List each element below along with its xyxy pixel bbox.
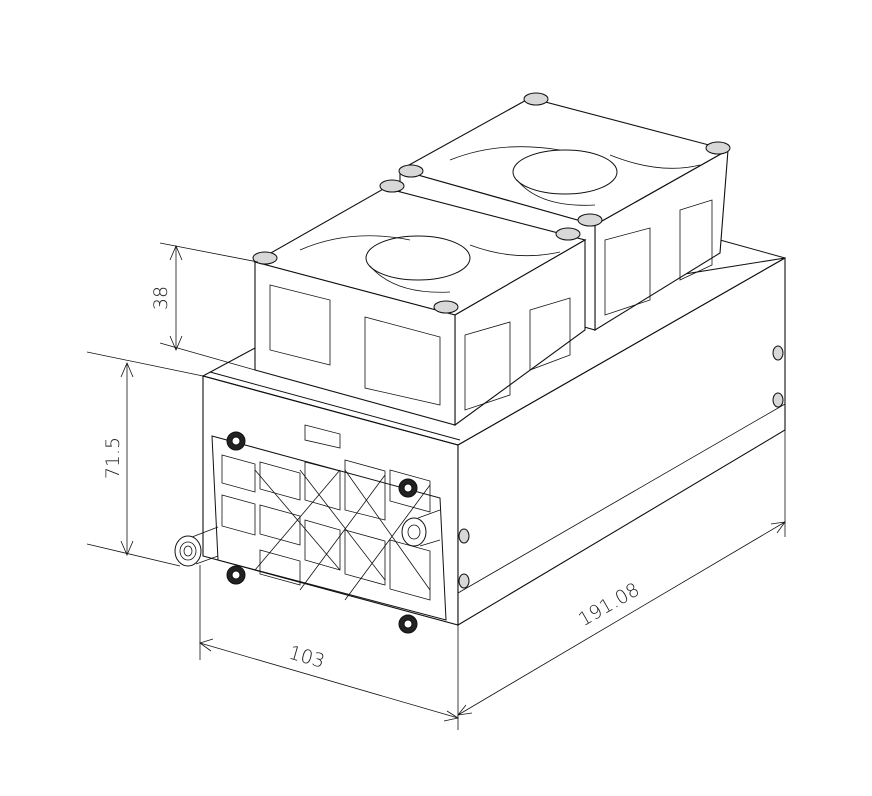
screw-icon xyxy=(252,251,278,265)
screw-icon xyxy=(379,179,405,193)
fan-hub xyxy=(365,235,471,281)
dimension-label-71-5: 71.5 xyxy=(102,437,124,479)
connectors xyxy=(174,509,441,567)
front-plate xyxy=(211,424,447,621)
screw-icon xyxy=(577,213,603,227)
dimension-label-191-08: 191.08 xyxy=(575,579,644,631)
front-plate-screws xyxy=(226,431,418,634)
screw-icon xyxy=(398,164,424,178)
screw-icon xyxy=(772,345,784,361)
dimension-label-38: 38 xyxy=(150,286,172,310)
screw-icon xyxy=(458,528,470,544)
dimension-fan-height: 38 xyxy=(150,242,259,371)
screw-icon xyxy=(555,227,581,241)
connector-right-icon xyxy=(401,517,427,547)
screw-icon xyxy=(772,392,784,408)
fan-hub xyxy=(512,149,618,195)
screw-icon xyxy=(523,92,549,106)
dimension-body-height: 71.5 xyxy=(86,351,204,567)
fan-front xyxy=(253,187,587,427)
screw-icon xyxy=(433,300,459,314)
side-screws xyxy=(458,345,784,589)
screw-icon xyxy=(458,573,470,589)
fan-screws xyxy=(252,92,731,314)
dimension-label-103: 103 xyxy=(286,642,327,673)
connector-left-icon xyxy=(174,535,202,567)
screw-icon xyxy=(705,141,731,155)
